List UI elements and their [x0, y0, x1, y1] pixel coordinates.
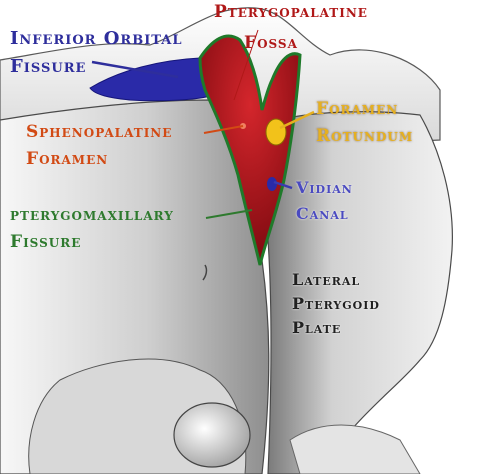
- label-lateral-pterygoid-plate-line1: Lateral: [292, 272, 380, 288]
- label-foramen-rotundum-line2: Rotundum: [316, 128, 413, 145]
- label-pterygomaxillary-fissure: pterygomaxillary Fissure: [10, 207, 174, 251]
- label-lateral-pterygoid-plate: Lateral Pterygoid Plate: [292, 272, 380, 336]
- label-inferior-orbital-fissure-line2: Fissure: [10, 58, 182, 76]
- label-vidian-canal: Vidian Canal: [296, 180, 353, 222]
- label-lateral-pterygoid-plate-line3: Plate: [292, 320, 380, 336]
- label-pterygomaxillary-fissure-line2: Fissure: [10, 234, 174, 251]
- label-pterygomaxillary-fissure-line1: pterygomaxillary: [10, 207, 174, 224]
- label-lateral-pterygoid-plate-line2: Pterygoid: [292, 296, 380, 312]
- label-pterygopalatine-fossa-line2: Fossa: [244, 35, 368, 52]
- vidian-canal-region: [267, 177, 277, 191]
- label-inferior-orbital-fissure-line1: Inferior Orbital: [10, 30, 182, 48]
- label-foramen-rotundum-line1: Foramen: [316, 101, 413, 118]
- label-inferior-orbital-fissure: Inferior Orbital Fissure: [10, 30, 182, 76]
- label-sphenopalatine-foramen: Sphenopalatine Foramen: [26, 124, 172, 168]
- label-sphenopalatine-foramen-line2: Foramen: [26, 151, 172, 168]
- foramen-rotundum-region: [266, 119, 286, 145]
- bone-condyle: [174, 403, 250, 467]
- label-pterygopalatine-fossa: Pterygopalatine Fossa: [214, 4, 368, 52]
- label-sphenopalatine-foramen-line1: Sphenopalatine: [26, 124, 172, 141]
- label-foramen-rotundum: Foramen Rotundum: [316, 101, 413, 145]
- label-pterygopalatine-fossa-line1: Pterygopalatine: [214, 4, 368, 21]
- label-vidian-canal-line1: Vidian: [296, 180, 353, 196]
- label-vidian-canal-line2: Canal: [296, 206, 353, 222]
